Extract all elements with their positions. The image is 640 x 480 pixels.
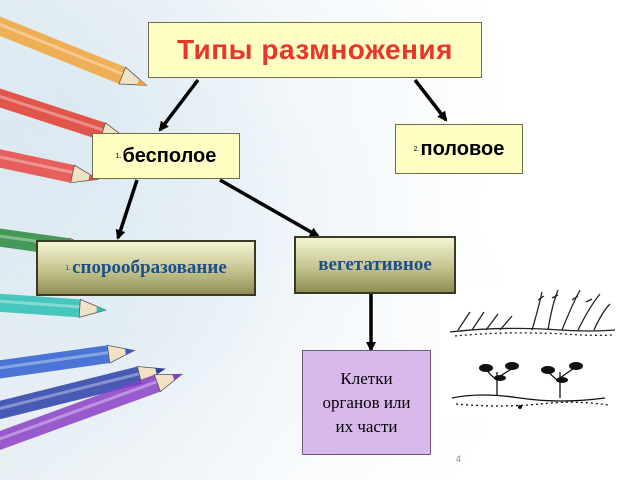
vegetative-label: вегетативное [318,254,432,275]
spore-label: спорообразование [72,257,227,278]
arrow-title-to-sexual [413,78,448,122]
arrow-title-to-asexual [158,78,200,132]
arrow-asexual-to-vegetative [219,178,320,238]
layering-drawing [449,289,616,337]
asexual-label: бесполое [122,144,217,167]
pencil [0,1,148,86]
asexual-node: 1. бесполое [92,133,240,179]
sexual-label: половое [420,137,505,160]
cells-line-3: их части [335,416,398,436]
vegetative-node: вегетативное [294,236,456,294]
sexual-number: 2. [413,145,420,153]
spore-number: 1. [65,264,72,272]
pencil [0,373,183,464]
diagram-title: Типы размножения [177,34,453,65]
pencil [0,344,136,384]
cells-line-1: Клетки [340,368,393,388]
spore-node: 1. спорообразование [36,240,256,296]
cells-line-2: органов или [322,392,411,412]
slide-number: 4 [456,454,462,464]
title-box: Типы размножения [148,22,482,78]
pencil [0,291,107,318]
sexual-node: 2. половое [395,124,523,174]
cells-node: Клетки органов или их части [302,350,431,455]
asexual-number: 1. [115,152,122,160]
runner-plants-drawing [451,363,609,407]
arrow-asexual-to-spore [115,179,139,240]
